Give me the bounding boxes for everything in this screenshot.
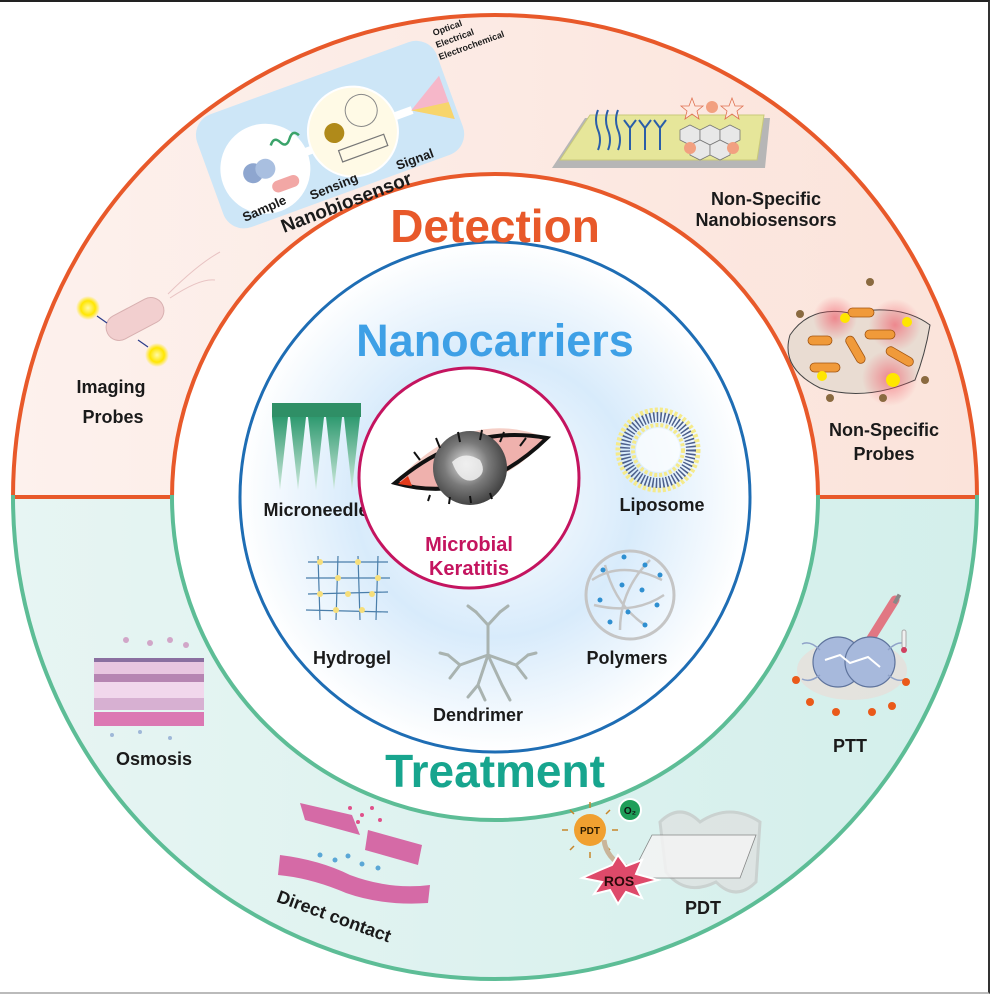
pdt-sun-icon xyxy=(574,814,606,846)
non-specific-probes-label-line1: Non-Specific xyxy=(829,420,939,440)
treatment-title: Treatment xyxy=(385,745,605,797)
hydrogel-item: Hydrogel xyxy=(305,555,391,668)
thermometer-icon xyxy=(901,629,907,649)
biofilm-illustration xyxy=(787,278,931,406)
ptt-item: PTT xyxy=(792,593,910,756)
microneedle-item: Microneedle xyxy=(263,403,369,520)
oxygen-icon xyxy=(618,798,642,822)
liposome-illustration xyxy=(615,407,701,493)
infected-eye-illustration xyxy=(390,428,552,505)
non-specific-probes-item: Non-Specific Probes xyxy=(787,278,939,464)
osmosis-item: Osmosis xyxy=(94,637,204,769)
non-specific-nanobiosensors-item: Non-Specific Nanobiosensors xyxy=(552,96,837,230)
detection-title: Detection xyxy=(390,200,600,252)
ros-badge: ROS xyxy=(604,873,634,889)
pdt-item: PDT O₂ ROS PDT xyxy=(562,798,762,918)
microbial-keratitis-center: Microbial Keratitis xyxy=(357,366,581,590)
liposome-item: Liposome xyxy=(615,407,705,515)
keratitis-label-line2: Keratitis xyxy=(429,558,509,580)
dendrimer-item: Dendrimer xyxy=(433,604,538,725)
tissue-layers-illustration xyxy=(94,637,204,740)
liposome-label: Liposome xyxy=(619,495,704,515)
imaging-probes-label-line1: Imaging xyxy=(76,377,145,397)
ptt-label: PTT xyxy=(833,736,867,756)
nanocarriers-title: Nanocarriers xyxy=(356,315,634,366)
osmosis-label: Osmosis xyxy=(116,749,192,769)
polymers-label: Polymers xyxy=(586,648,667,668)
imaging-probes-item: Imaging Probes xyxy=(76,251,221,427)
o2-badge: O₂ xyxy=(624,806,636,817)
polymers-item: Polymers xyxy=(584,549,676,668)
dendrimer-illustration xyxy=(438,604,538,702)
non-specific-nanobiosensors-label-line2: Nanobiosensors xyxy=(695,210,836,230)
pdt-illustration: PDT O₂ ROS xyxy=(562,798,762,906)
dendrimer-label: Dendrimer xyxy=(433,705,523,725)
sensor-chip-illustration xyxy=(552,96,770,168)
keratitis-label-line1: Microbial xyxy=(425,534,513,556)
ptt-illustration xyxy=(792,593,910,716)
non-specific-probes-label-line2: Probes xyxy=(853,444,914,464)
membrane-illustration xyxy=(278,803,430,904)
hydrogel-illustration xyxy=(305,555,390,621)
imaging-probes-label-line2: Probes xyxy=(82,407,143,427)
hydrogel-label: Hydrogel xyxy=(313,648,391,668)
bacterium-probe-illustration xyxy=(76,251,221,367)
pdt-label: PDT xyxy=(685,898,721,918)
microneedle-illustration xyxy=(272,403,361,490)
pdt-badge: PDT xyxy=(580,826,600,837)
non-specific-nanobiosensors-label-line1: Non-Specific xyxy=(711,189,821,209)
laser-beam-icon xyxy=(865,595,900,645)
polymers-illustration xyxy=(584,549,676,641)
ros-burst-icon xyxy=(578,853,662,906)
microneedle-label: Microneedle xyxy=(263,500,368,520)
